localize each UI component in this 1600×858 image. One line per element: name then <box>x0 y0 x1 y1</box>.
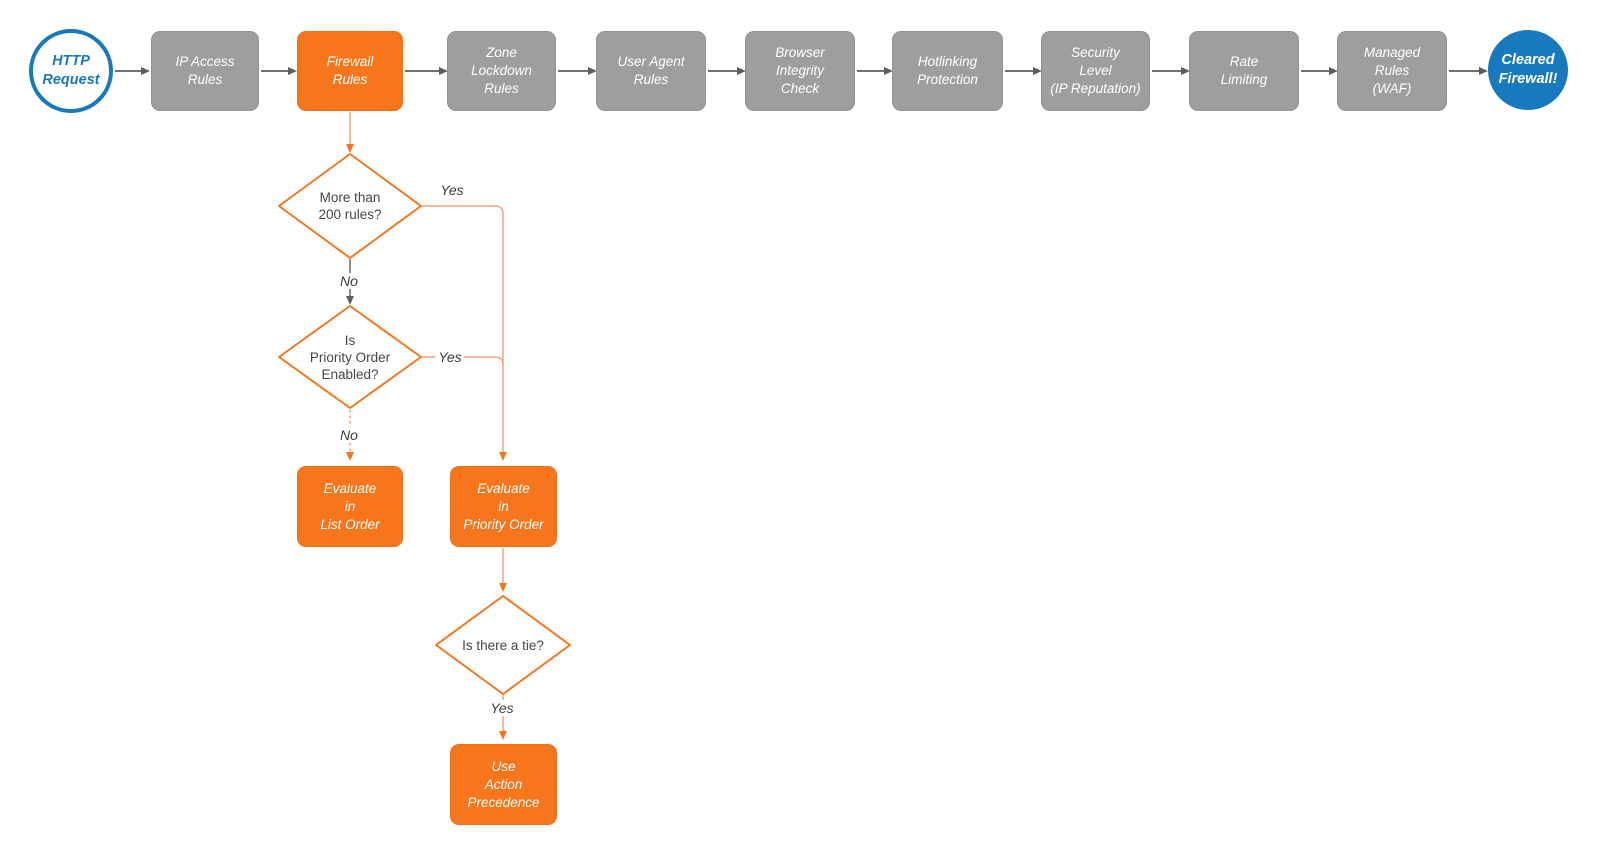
node-hotlinking-protection: Hotlinking Protection <box>892 31 1003 111</box>
node-security-level-label: Security Level (IP Reputation) <box>1050 45 1141 96</box>
node-firewall-rules-label: Firewall Rules <box>326 54 374 87</box>
decision-tie-label: Is there a tie? <box>462 637 544 653</box>
node-http-request-label: HTTP Request <box>42 53 100 88</box>
decision-tie-shape <box>435 595 571 695</box>
edge-label-no-rules-count: No <box>337 273 361 289</box>
node-hotlinking-protection-label: Hotlinking Protection <box>917 54 978 87</box>
node-user-agent-rules-label: User Agent Rules <box>617 54 685 87</box>
node-evaluate-priority-order-label: Evaluate in Priority Order <box>463 480 544 532</box>
node-browser-integrity-check-label: Browser Integrity Check <box>775 45 825 96</box>
decision-tie: Is there a tie? <box>436 604 570 686</box>
node-cleared-firewall-label: Cleared Firewall! <box>1498 52 1558 87</box>
node-evaluate-list-order-label: Evaluate in List Order <box>320 480 380 532</box>
node-managed-rules-waf: Managed Rules (WAF) <box>1337 31 1447 111</box>
node-ip-access-rules-label: IP Access Rules <box>175 54 235 87</box>
node-zone-lockdown-rules: Zone Lockdown Rules <box>447 31 556 111</box>
decision-rules-count: More than 200 rules? <box>283 165 417 247</box>
connector-rules-count-yes-to-priority-order <box>422 205 507 461</box>
node-user-agent-rules: User Agent Rules <box>596 31 706 111</box>
node-use-action-precedence: Use Action Precedence <box>450 744 557 825</box>
connector-priority-enabled-yes-join <box>422 356 504 366</box>
node-http-request: HTTP Request <box>29 29 113 113</box>
node-evaluate-priority-order: Evaluate in Priority Order <box>450 466 557 547</box>
edge-label-yes-tie: Yes <box>487 700 517 716</box>
node-use-action-precedence-label: Use Action Precedence <box>467 758 540 810</box>
node-security-level: Security Level (IP Reputation) <box>1041 31 1150 111</box>
node-cleared-firewall: Cleared Firewall! <box>1488 30 1568 110</box>
decision-rules-count-label: More than 200 rules? <box>318 190 382 222</box>
node-rate-limiting-label: Rate Limiting <box>1220 54 1268 87</box>
node-evaluate-list-order: Evaluate in List Order <box>297 466 403 547</box>
node-ip-access-rules: IP Access Rules <box>151 31 259 111</box>
decision-rules-count-shape <box>278 153 422 259</box>
edge-label-no-priority-enabled: No <box>337 427 361 443</box>
edge-label-yes-priority-enabled: Yes <box>435 349 465 365</box>
node-browser-integrity-check: Browser Integrity Check <box>745 31 855 111</box>
decision-priority-enabled-label: Is Priority Order Enabled? <box>309 332 391 382</box>
edge-label-yes-rules-count: Yes <box>437 182 467 198</box>
node-rate-limiting: Rate Limiting <box>1189 31 1299 111</box>
decision-priority-enabled: Is Priority Order Enabled? <box>283 316 417 398</box>
node-firewall-rules: Firewall Rules <box>297 31 403 111</box>
decision-priority-enabled-shape <box>278 305 422 409</box>
node-zone-lockdown-rules-label: Zone Lockdown Rules <box>471 45 532 96</box>
node-managed-rules-waf-label: Managed Rules (WAF) <box>1363 45 1421 96</box>
